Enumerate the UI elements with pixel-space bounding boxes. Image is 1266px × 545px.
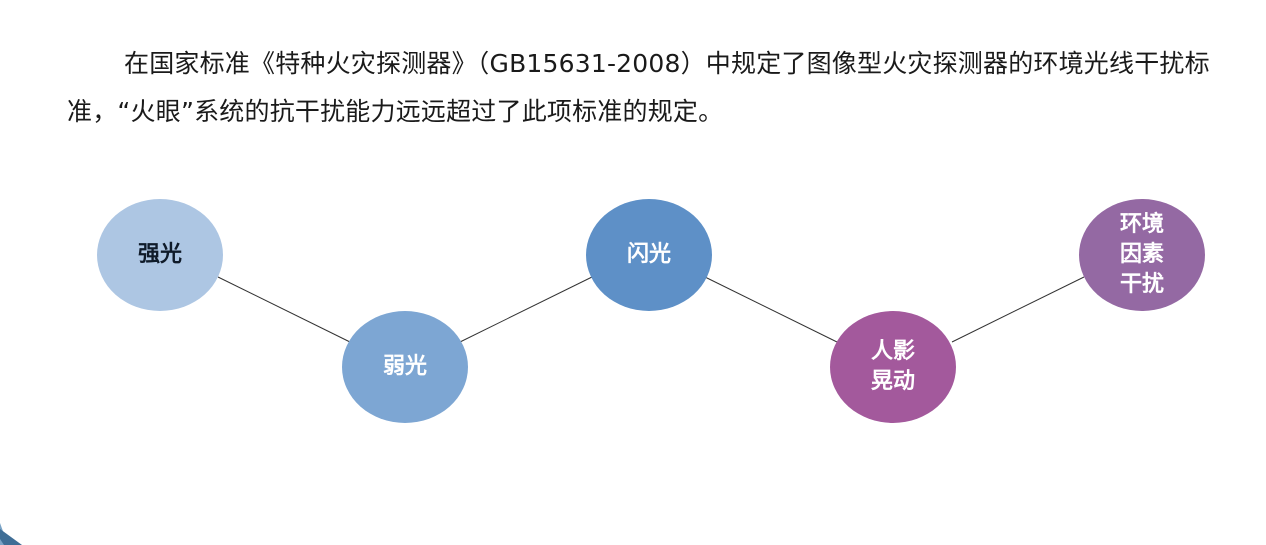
node-weak-light: 弱光 (342, 311, 468, 423)
node-label: 弱光 (382, 354, 427, 379)
node-environmental-interference: 环境因素干扰 (1079, 199, 1205, 311)
connector-4-5 (951, 276, 1085, 343)
corner-decoration (0, 523, 22, 545)
node-strong-light: 强光 (97, 199, 223, 311)
node-label: 环境因素干扰 (1119, 212, 1164, 297)
intro-paragraph: 在国家标准《特种火灾探测器》（GB15631-2008）中规定了图像型火灾探测器… (67, 49, 1210, 126)
node-flash-light: 闪光 (586, 199, 712, 311)
connector-1-2 (217, 276, 351, 343)
node-label: 强光 (137, 242, 182, 267)
node-label: 人影晃动 (870, 339, 915, 394)
connector-3-4 (704, 276, 838, 343)
node-shadow-movement: 人影晃动 (830, 311, 956, 423)
connector-2-3 (459, 276, 593, 343)
node-label: 闪光 (626, 242, 671, 267)
